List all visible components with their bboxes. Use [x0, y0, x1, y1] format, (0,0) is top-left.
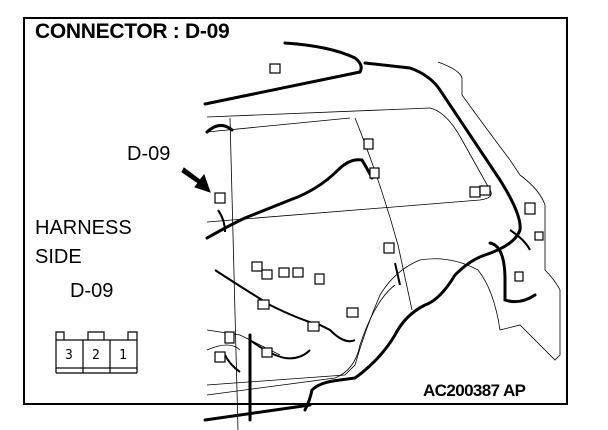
harness-label-line1: HARNESS [35, 217, 132, 239]
connectors [214, 63, 544, 363]
harness-label-line2: SIDE [35, 246, 82, 268]
pin-label: 1 [119, 348, 127, 363]
callout-arrow-icon [181, 167, 211, 193]
reference-code: AC200387 AP [423, 381, 526, 400]
main-harness [203, 41, 537, 422]
door-pillar [229, 117, 239, 430]
harness-connector-id: D-09 [70, 280, 114, 302]
connector-roof [269, 63, 281, 74]
connector-title: CONNECTOR : D-09 [35, 20, 230, 43]
connector-face-diagram: 3 2 1 [55, 331, 138, 374]
vehicle-body-outline [206, 61, 561, 430]
pin-label: 3 [65, 348, 73, 363]
connector-d09 [214, 192, 226, 204]
harness-side-label: HARNESS SIDE [35, 214, 132, 272]
branch-harnesses [214, 209, 531, 373]
callout-label: D-09 [127, 143, 171, 165]
pin-label: 2 [92, 348, 100, 363]
